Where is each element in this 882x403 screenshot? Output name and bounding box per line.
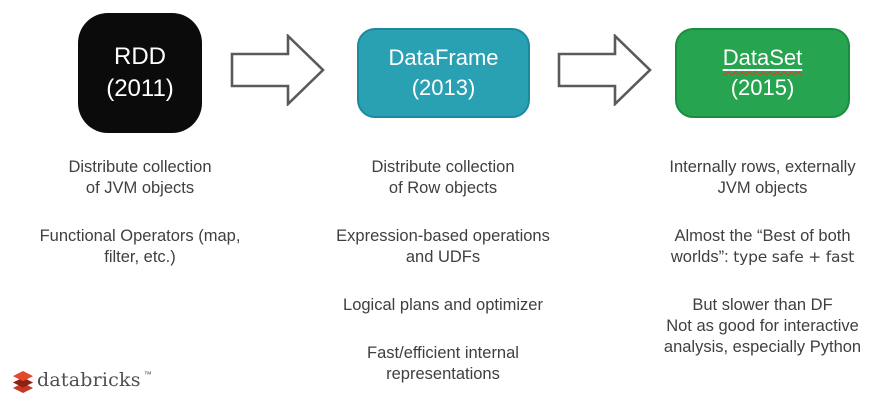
node-dataset-year: (2015) bbox=[730, 75, 795, 100]
arrow-right-icon bbox=[230, 34, 325, 106]
note-paragraph: But slower than DF Not as good for inter… bbox=[663, 296, 862, 356]
dataset-underline: DataSet bbox=[723, 45, 803, 70]
note-paragraph-quote: Almost the “Best of both worlds”: type s… bbox=[620, 226, 882, 268]
column-dataframe-notes: Distribute collection of Row objects Exp… bbox=[303, 157, 583, 403]
node-dataframe-title: DataFrame bbox=[388, 45, 499, 70]
node-dataset-title: DataSet bbox=[723, 43, 803, 73]
arrow-right-icon bbox=[557, 34, 652, 106]
databricks-logo-icon bbox=[12, 371, 34, 394]
note-paragraph: Logical plans and optimizer bbox=[343, 296, 543, 314]
note-paragraph: Distribute collection of Row objects bbox=[371, 158, 515, 197]
node-dataframe: DataFrame (2013) bbox=[357, 28, 530, 118]
arrow-right-shape bbox=[557, 34, 652, 106]
trademark-symbol: ™ bbox=[143, 370, 152, 379]
node-rdd-year: (2011) bbox=[106, 75, 174, 102]
databricks-logo: databricks ™ bbox=[12, 368, 152, 395]
note-paragraph: Fast/efficient internal representations bbox=[367, 344, 519, 383]
note-paragraph: Internally rows, externally JVM objects bbox=[669, 158, 856, 197]
node-dataset: DataSet (2015) bbox=[675, 28, 850, 118]
logo-layer-bottom bbox=[12, 382, 34, 394]
note-paragraph: Expression-based operations and UDFs bbox=[336, 227, 550, 266]
node-rdd: RDD (2011) bbox=[78, 13, 202, 133]
databricks-wordmark: databricks bbox=[37, 369, 141, 391]
note-paragraph: Distribute collection of JVM objects bbox=[68, 158, 212, 197]
quote-prefix: Almost the “Best of both worlds”: bbox=[670, 227, 851, 266]
column-rdd-notes: Distribute collection of JVM objects Fun… bbox=[15, 157, 265, 295]
quote-highlight: type safe + fast bbox=[733, 248, 855, 266]
note-paragraph: Functional Operators (map, filter, etc.) bbox=[39, 227, 241, 266]
dataset-spellcheck-underline: DataSet bbox=[722, 45, 803, 70]
node-dataframe-year: (2013) bbox=[411, 75, 476, 100]
column-dataset-notes: Internally rows, externally JVM objects … bbox=[620, 157, 882, 385]
node-rdd-title: RDD bbox=[114, 43, 166, 70]
logo-layer-top bbox=[12, 371, 34, 382]
arrow-right-shape bbox=[230, 34, 325, 106]
logo-layer-middle bbox=[12, 377, 34, 388]
